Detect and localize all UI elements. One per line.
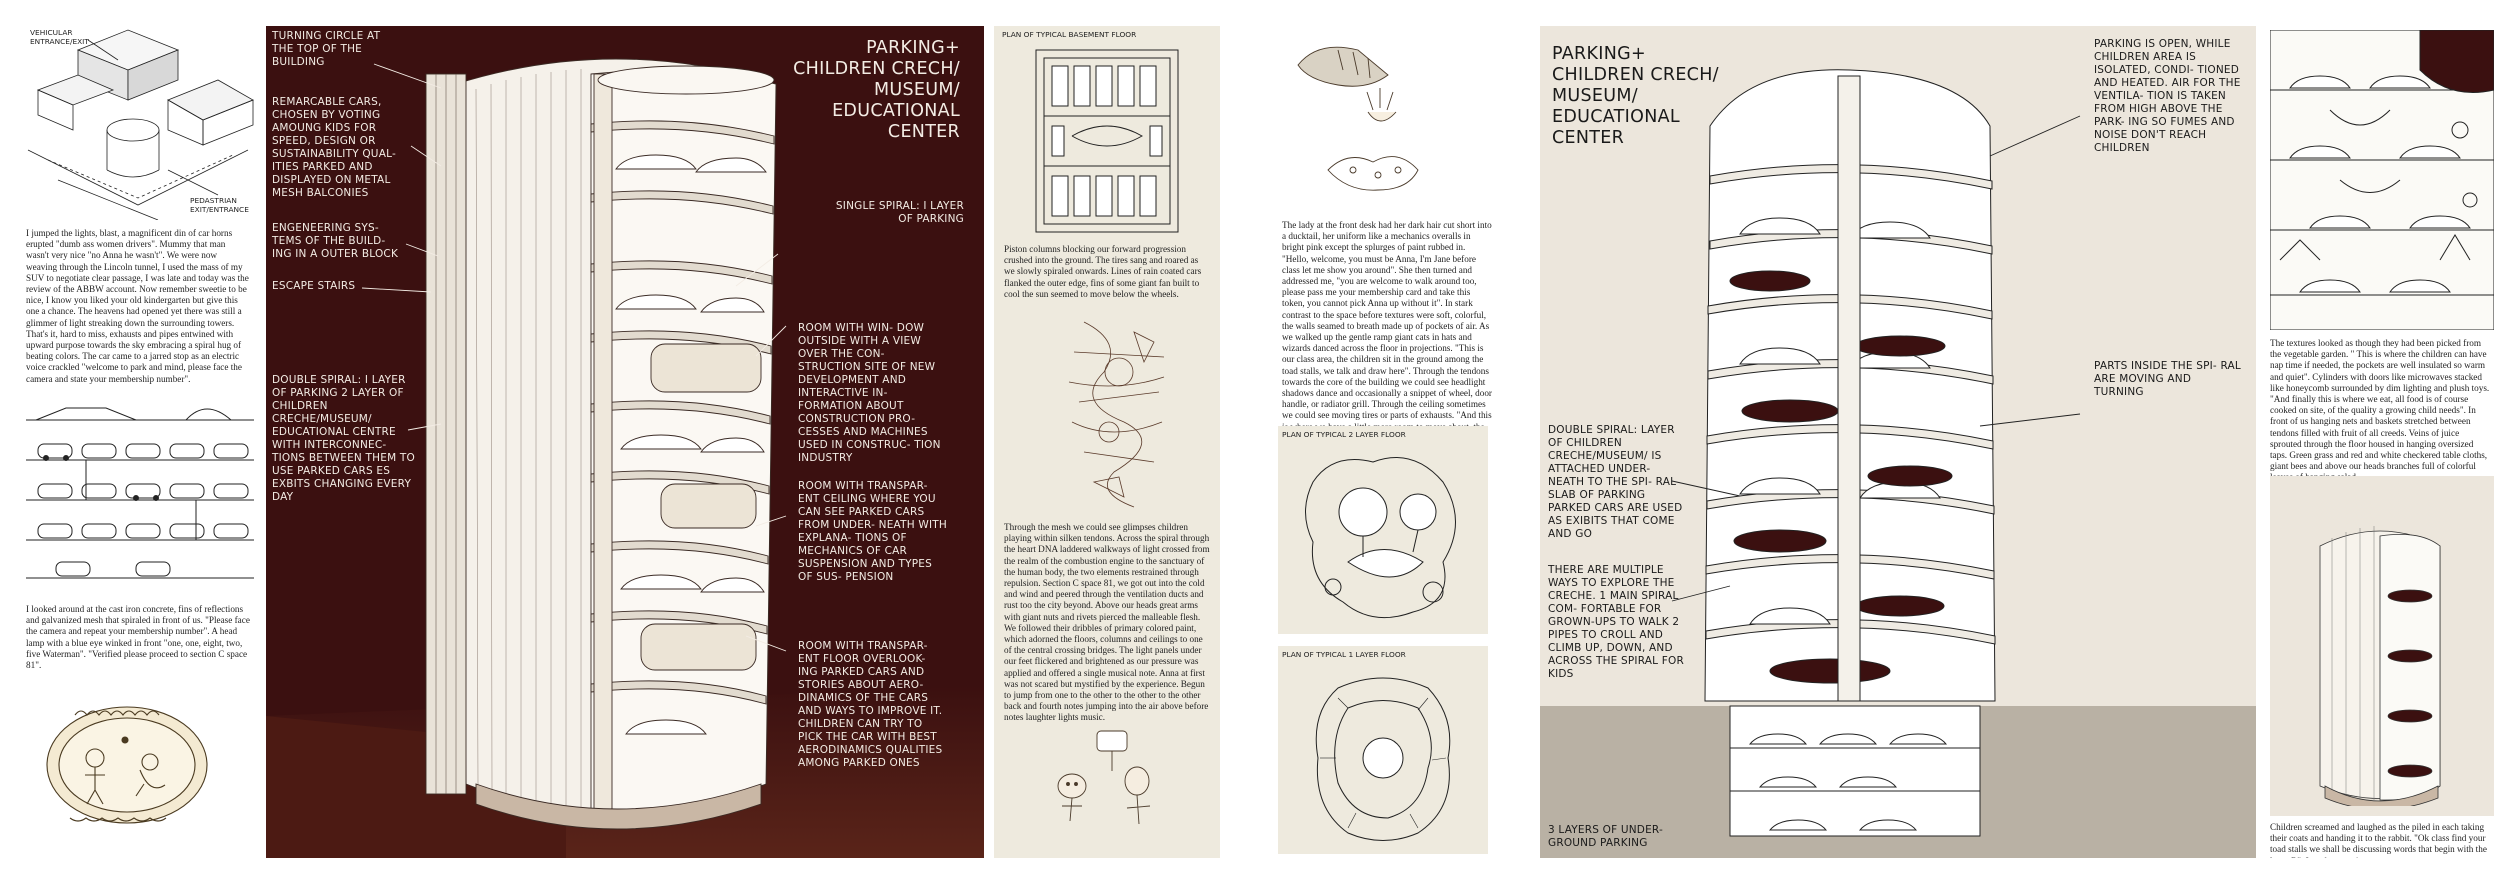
sheet1-left-column: VEHICULAR ENTRANCE/EXIT PEDASTRIAN EXIT/… — [0, 0, 262, 884]
annotation-escape-stairs: ESCAPE STAIRS — [272, 280, 356, 292]
interior-sketch — [2270, 30, 2494, 330]
sheet2-leader-lines — [1671, 115, 2081, 602]
plan-2-layer-label: PLAN OF TYPICAL 2 LAYER FLOOR — [1282, 430, 1406, 439]
story-text-6: The textures looked as though they had b… — [2270, 338, 2490, 482]
concept-sketch — [1068, 321, 1165, 508]
story-text-7: Children screamed and laughed as the pil… — [2270, 822, 2487, 858]
annotation-remarkable-cars: REMARCABLE CARS, CHOSEN BY VOTING AMOUNG… — [272, 96, 396, 199]
sheet2-main-panel: PARKING+ CHILDREN CRECH/ MUSEUM/ EDUCATI… — [1540, 26, 2256, 858]
child-circle-sketch — [46, 706, 208, 824]
cylinder-sketch — [2319, 526, 2441, 806]
annotation-moving-parts: PARTS INSIDE THE SPI- RAL ARE MOVING AND… — [2094, 360, 2241, 398]
sheet1-main-panel: TURNING CIRCLE AT THE TOP OF THE BUILDIN… — [266, 26, 984, 858]
annotation-double-spiral: DOUBLE SPIRAL: I LAYER OF PARKING 2 LAYE… — [272, 374, 415, 503]
tower-cutaway-drawing — [425, 58, 777, 830]
story-text-2: I looked around at the cast iron concret… — [26, 604, 250, 671]
parking-section-sketch — [26, 407, 254, 579]
story-text-1: I jumped the lights, blast, a magnificen… — [26, 228, 249, 384]
annotation-single-spiral: SINGLE SPIRAL: I LAYER OF PARKING — [835, 200, 964, 225]
sheet2-right-column: 380637 The textures looked as though the… — [2260, 26, 2500, 858]
plan-2-layer-box: PLAN OF TYPICAL 2 LAYER FLOOR — [1278, 426, 1488, 634]
story-text-5: The lady at the front desk had her dark … — [1282, 220, 1492, 454]
pedestrian-exit-label: PEDASTRIAN EXIT/ENTRANCE — [190, 196, 249, 214]
vehicular-entrance-label: VEHICULAR ENTRANCE/EXIT — [30, 28, 89, 46]
plan-1-layer-drawing — [1315, 677, 1451, 841]
annotation-turning-circle: TURNING CIRCLE AT THE TOP OF THE BUILDIN… — [272, 30, 381, 68]
sheet1-right-column: PLAN OF TYPICAL BASEMENT FLOOR Piston co… — [994, 26, 1220, 858]
sheet2-title: PARKING+ CHILDREN CRECH/ MUSEUM/ EDUCATI… — [1552, 44, 1719, 148]
children-figures-sketch — [1057, 730, 1151, 825]
sheet1-title: PARKING+ CHILDREN CRECH/ MUSEUM/ EDUCATI… — [793, 38, 960, 142]
annotation-multiple-ways: THERE ARE MULTIPLE WAYS TO EXPLORE THE C… — [1548, 564, 1684, 680]
leader-lines — [361, 63, 787, 652]
tower-section-drawing — [1704, 69, 1996, 837]
annotation-parking-open: PARKING IS OPEN, WHILE CHILDREN AREA IS … — [2094, 38, 2241, 154]
annotation-double-spiral-2: DOUBLE SPIRAL: LAYER OF CHILDREN CRECHE/… — [1548, 424, 1683, 540]
annotation-engineering-systems: ENGENEERING SYS- TEMS OF THE BUILD- ING … — [272, 222, 399, 260]
plan-2-layer-drawing — [1305, 457, 1456, 619]
cylinder-sketch-box — [2270, 476, 2494, 816]
glove-hands-sketch — [1297, 46, 1419, 191]
annotation-underground-parking: 3 LAYERS OF UNDER- GROUND PARKING — [1548, 824, 1663, 849]
sheet2-left-column: 380637 The lady at the front desk had he… — [1268, 26, 1498, 858]
plan-basement-label: PLAN OF TYPICAL BASEMENT FLOOR — [1002, 30, 1137, 39]
story-text-4: Through the mesh we could see glimpses c… — [1004, 522, 1210, 723]
annotation-transparent-ceiling: ROOM WITH TRANSPAR- ENT CEILING WHERE YO… — [798, 480, 947, 583]
story-text-3: Piston columns blocking our forward prog… — [1004, 244, 1202, 299]
annotation-window-room: ROOM WITH WIN- DOW OUTSIDE WITH A VIEW O… — [798, 322, 941, 464]
plan-1-layer-label: PLAN OF TYPICAL 1 LAYER FLOOR — [1282, 650, 1406, 659]
site-axonometric-drawing — [27, 29, 254, 220]
annotation-transparent-floor: ROOM WITH TRANSPAR- ENT FLOOR OVERLOOK- … — [798, 640, 943, 769]
basement-plan-drawing — [1035, 49, 1179, 233]
plan-1-layer-box: PLAN OF TYPICAL 1 LAYER FLOOR — [1278, 646, 1488, 854]
